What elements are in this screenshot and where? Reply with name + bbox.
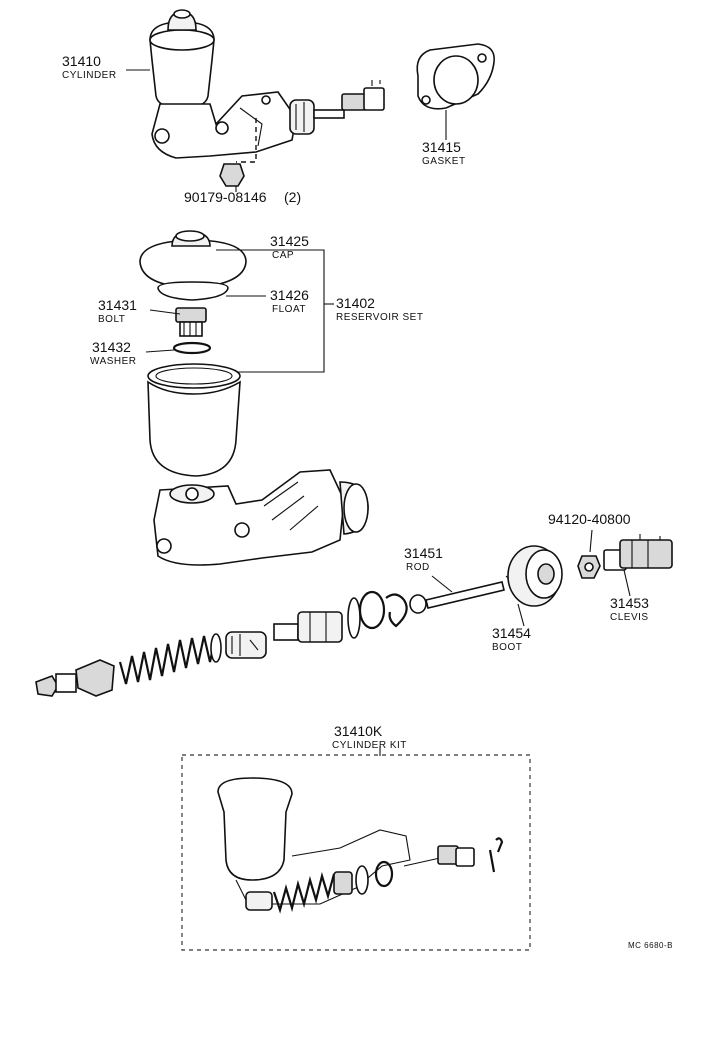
label-clevis: 31453 CLEVIS: [610, 595, 649, 623]
clevis-part-name: CLEVIS: [610, 612, 649, 623]
nut-quantity: (2): [284, 189, 301, 205]
cap-part-number: 31425: [270, 233, 309, 249]
label-nut: 90179-08146 (2): [184, 189, 301, 205]
gasket-part-number: 31415: [422, 139, 461, 155]
washer-part-number: 31432: [92, 339, 131, 355]
label-cylinder-kit: 31410K CYLINDER KIT: [332, 723, 407, 751]
leader-lines: [126, 69, 631, 756]
label-cap: 31425 CAP: [270, 233, 309, 261]
reservoir-set-illustration: [139, 230, 334, 477]
rod-part-number: 31451: [404, 545, 443, 561]
label-float: 31426 FLOAT: [270, 287, 309, 315]
reservoir-set-part-name: RESERVOIR SET: [336, 312, 423, 323]
rod-part-name: ROD: [406, 562, 430, 573]
clevis-part-number: 31453: [610, 595, 649, 611]
label-gasket: 31415 GASKET: [422, 139, 466, 167]
cylinder-part-number: 31410: [62, 53, 101, 69]
assembled-cylinder-illustration: [149, 9, 385, 187]
diagram-code: MC 6680-B: [628, 941, 673, 950]
float-part-name: FLOAT: [272, 304, 306, 315]
label-rod: 31451 ROD: [404, 545, 443, 573]
cylinder-kit-illustration: [181, 754, 531, 951]
label-washer: 31432 WASHER: [90, 339, 137, 367]
cylinder-body-illustration: [153, 469, 369, 566]
label-reservoir-set: 31402 RESERVOIR SET: [336, 295, 423, 323]
washer-part-name: WASHER: [90, 356, 137, 367]
nut2-part-number: 94120-40800: [548, 511, 631, 527]
label-cylinder: 31410 CYLINDER: [62, 53, 117, 81]
bolt-part-number: 31431: [98, 297, 137, 313]
cylinder-part-name: CYLINDER: [62, 70, 117, 81]
cylinder-kit-part-number: 31410K: [334, 723, 383, 739]
label-bolt: 31431 BOLT: [98, 297, 137, 325]
gasket-illustration: [416, 43, 495, 110]
nut-part-number: 90179-08146: [184, 189, 267, 205]
reservoir-set-part-number: 31402: [336, 295, 375, 311]
bolt-part-name: BOLT: [98, 314, 125, 325]
label-boot: 31454 BOOT: [492, 625, 531, 653]
cap-part-name: CAP: [272, 250, 294, 261]
internal-parts-illustration: [35, 534, 673, 697]
float-part-number: 31426: [270, 287, 309, 303]
cylinder-kit-part-name: CYLINDER KIT: [332, 740, 407, 751]
boot-part-name: BOOT: [492, 642, 522, 653]
label-nut2: 94120-40800: [548, 511, 631, 527]
boot-part-number: 31454: [492, 625, 531, 641]
gasket-part-name: GASKET: [422, 156, 466, 167]
